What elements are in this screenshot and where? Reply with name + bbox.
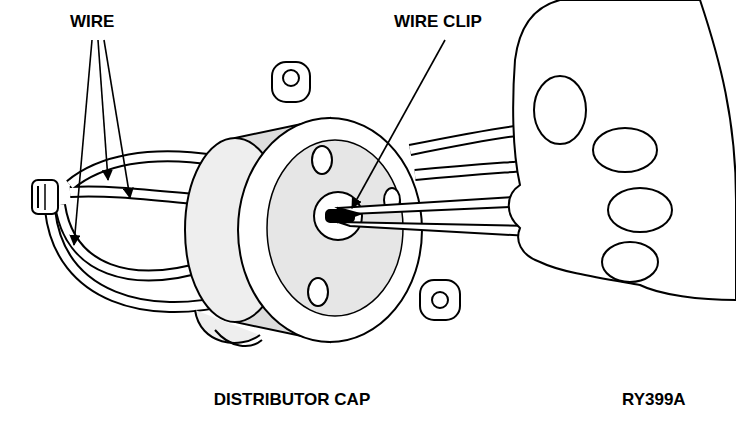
wire-bundle	[70, 192, 205, 200]
cap-face	[238, 118, 422, 342]
pliers	[338, 196, 530, 214]
figure-caption: DISTRIBUTOR CAP	[212, 390, 372, 410]
cap-body	[195, 310, 260, 343]
leader-line	[98, 40, 108, 180]
wire-plug	[44, 184, 46, 210]
hand	[534, 76, 586, 144]
rear-wires	[410, 130, 525, 175]
hand	[509, 0, 736, 300]
leader-line	[74, 40, 92, 245]
wire-plug	[37, 186, 39, 208]
wire-bundle	[70, 192, 205, 200]
cap-face	[432, 292, 448, 308]
cap-face	[272, 62, 310, 102]
wire-plug	[32, 180, 58, 214]
wire-plug	[32, 180, 58, 214]
hand	[509, 0, 736, 300]
part-label: WIRE CLIP	[392, 12, 484, 32]
leader-line	[74, 40, 445, 245]
leader-line	[104, 40, 130, 198]
part-label: WIRE	[68, 12, 116, 32]
rear-wires	[415, 166, 525, 175]
hand	[593, 128, 657, 172]
cap-face	[312, 146, 332, 174]
leader-line	[352, 40, 445, 208]
rear-wires	[415, 166, 525, 175]
hand	[608, 188, 672, 232]
figure-code: RY399A	[620, 390, 688, 410]
cap-face	[283, 70, 299, 86]
hand	[602, 242, 658, 282]
cap-face	[420, 280, 460, 320]
rear-wires	[410, 130, 525, 150]
cap-face	[308, 278, 328, 306]
pliers	[338, 222, 530, 236]
rear-wires	[410, 130, 525, 150]
pliers	[338, 196, 530, 236]
cap-face	[314, 192, 362, 240]
cap-body	[215, 330, 262, 346]
pliers	[338, 208, 360, 222]
